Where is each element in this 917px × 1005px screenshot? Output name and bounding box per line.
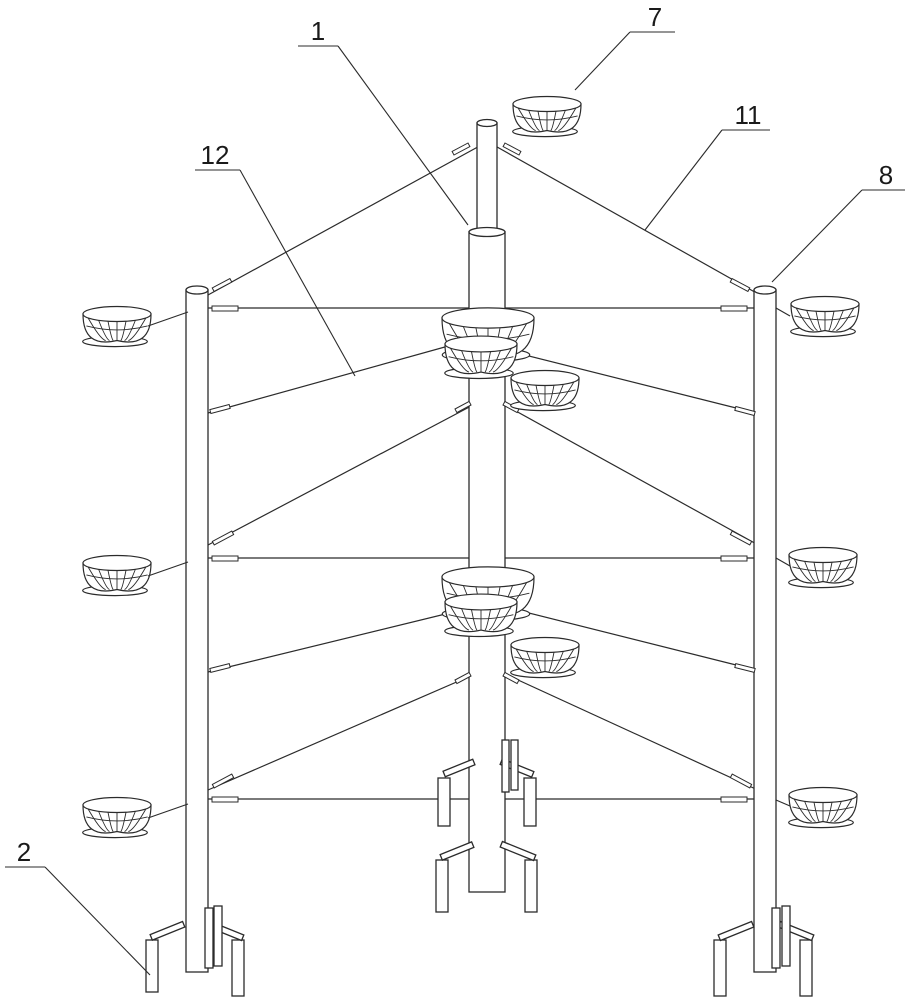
basket <box>83 307 151 347</box>
basket <box>511 638 579 678</box>
cable-apex-right <box>490 143 760 295</box>
basket <box>511 371 579 411</box>
label-7: 7 <box>648 2 662 32</box>
basket <box>445 336 517 378</box>
basket <box>789 548 857 588</box>
cable-diag-left-3 <box>208 608 470 672</box>
leader-1 <box>338 46 468 225</box>
basket <box>791 297 859 337</box>
basket <box>83 556 151 596</box>
leader-7 <box>575 32 630 90</box>
label-12: 12 <box>201 140 230 170</box>
cable-diag-left-1 <box>208 340 470 413</box>
basket <box>789 788 857 828</box>
cable-apex-left <box>208 143 485 295</box>
cable-diag-right-4 <box>505 674 760 791</box>
right-side-pole <box>754 286 776 972</box>
label-1: 1 <box>311 16 325 46</box>
leader-2 <box>45 867 150 975</box>
basket <box>83 798 151 838</box>
cable-diag-left-2 <box>208 404 475 545</box>
label-11: 11 <box>735 100 762 130</box>
cable-diag-right-2 <box>505 405 760 546</box>
label-2: 2 <box>17 837 31 867</box>
basket <box>445 594 517 636</box>
back-central-pole <box>477 120 497 244</box>
leader-11 <box>645 130 722 230</box>
leader-12 <box>240 170 355 376</box>
label-8: 8 <box>879 160 893 190</box>
leader-8 <box>772 190 862 282</box>
cable-diag-left-4 <box>208 674 475 790</box>
basket <box>513 97 581 137</box>
left-side-pole <box>186 286 208 972</box>
